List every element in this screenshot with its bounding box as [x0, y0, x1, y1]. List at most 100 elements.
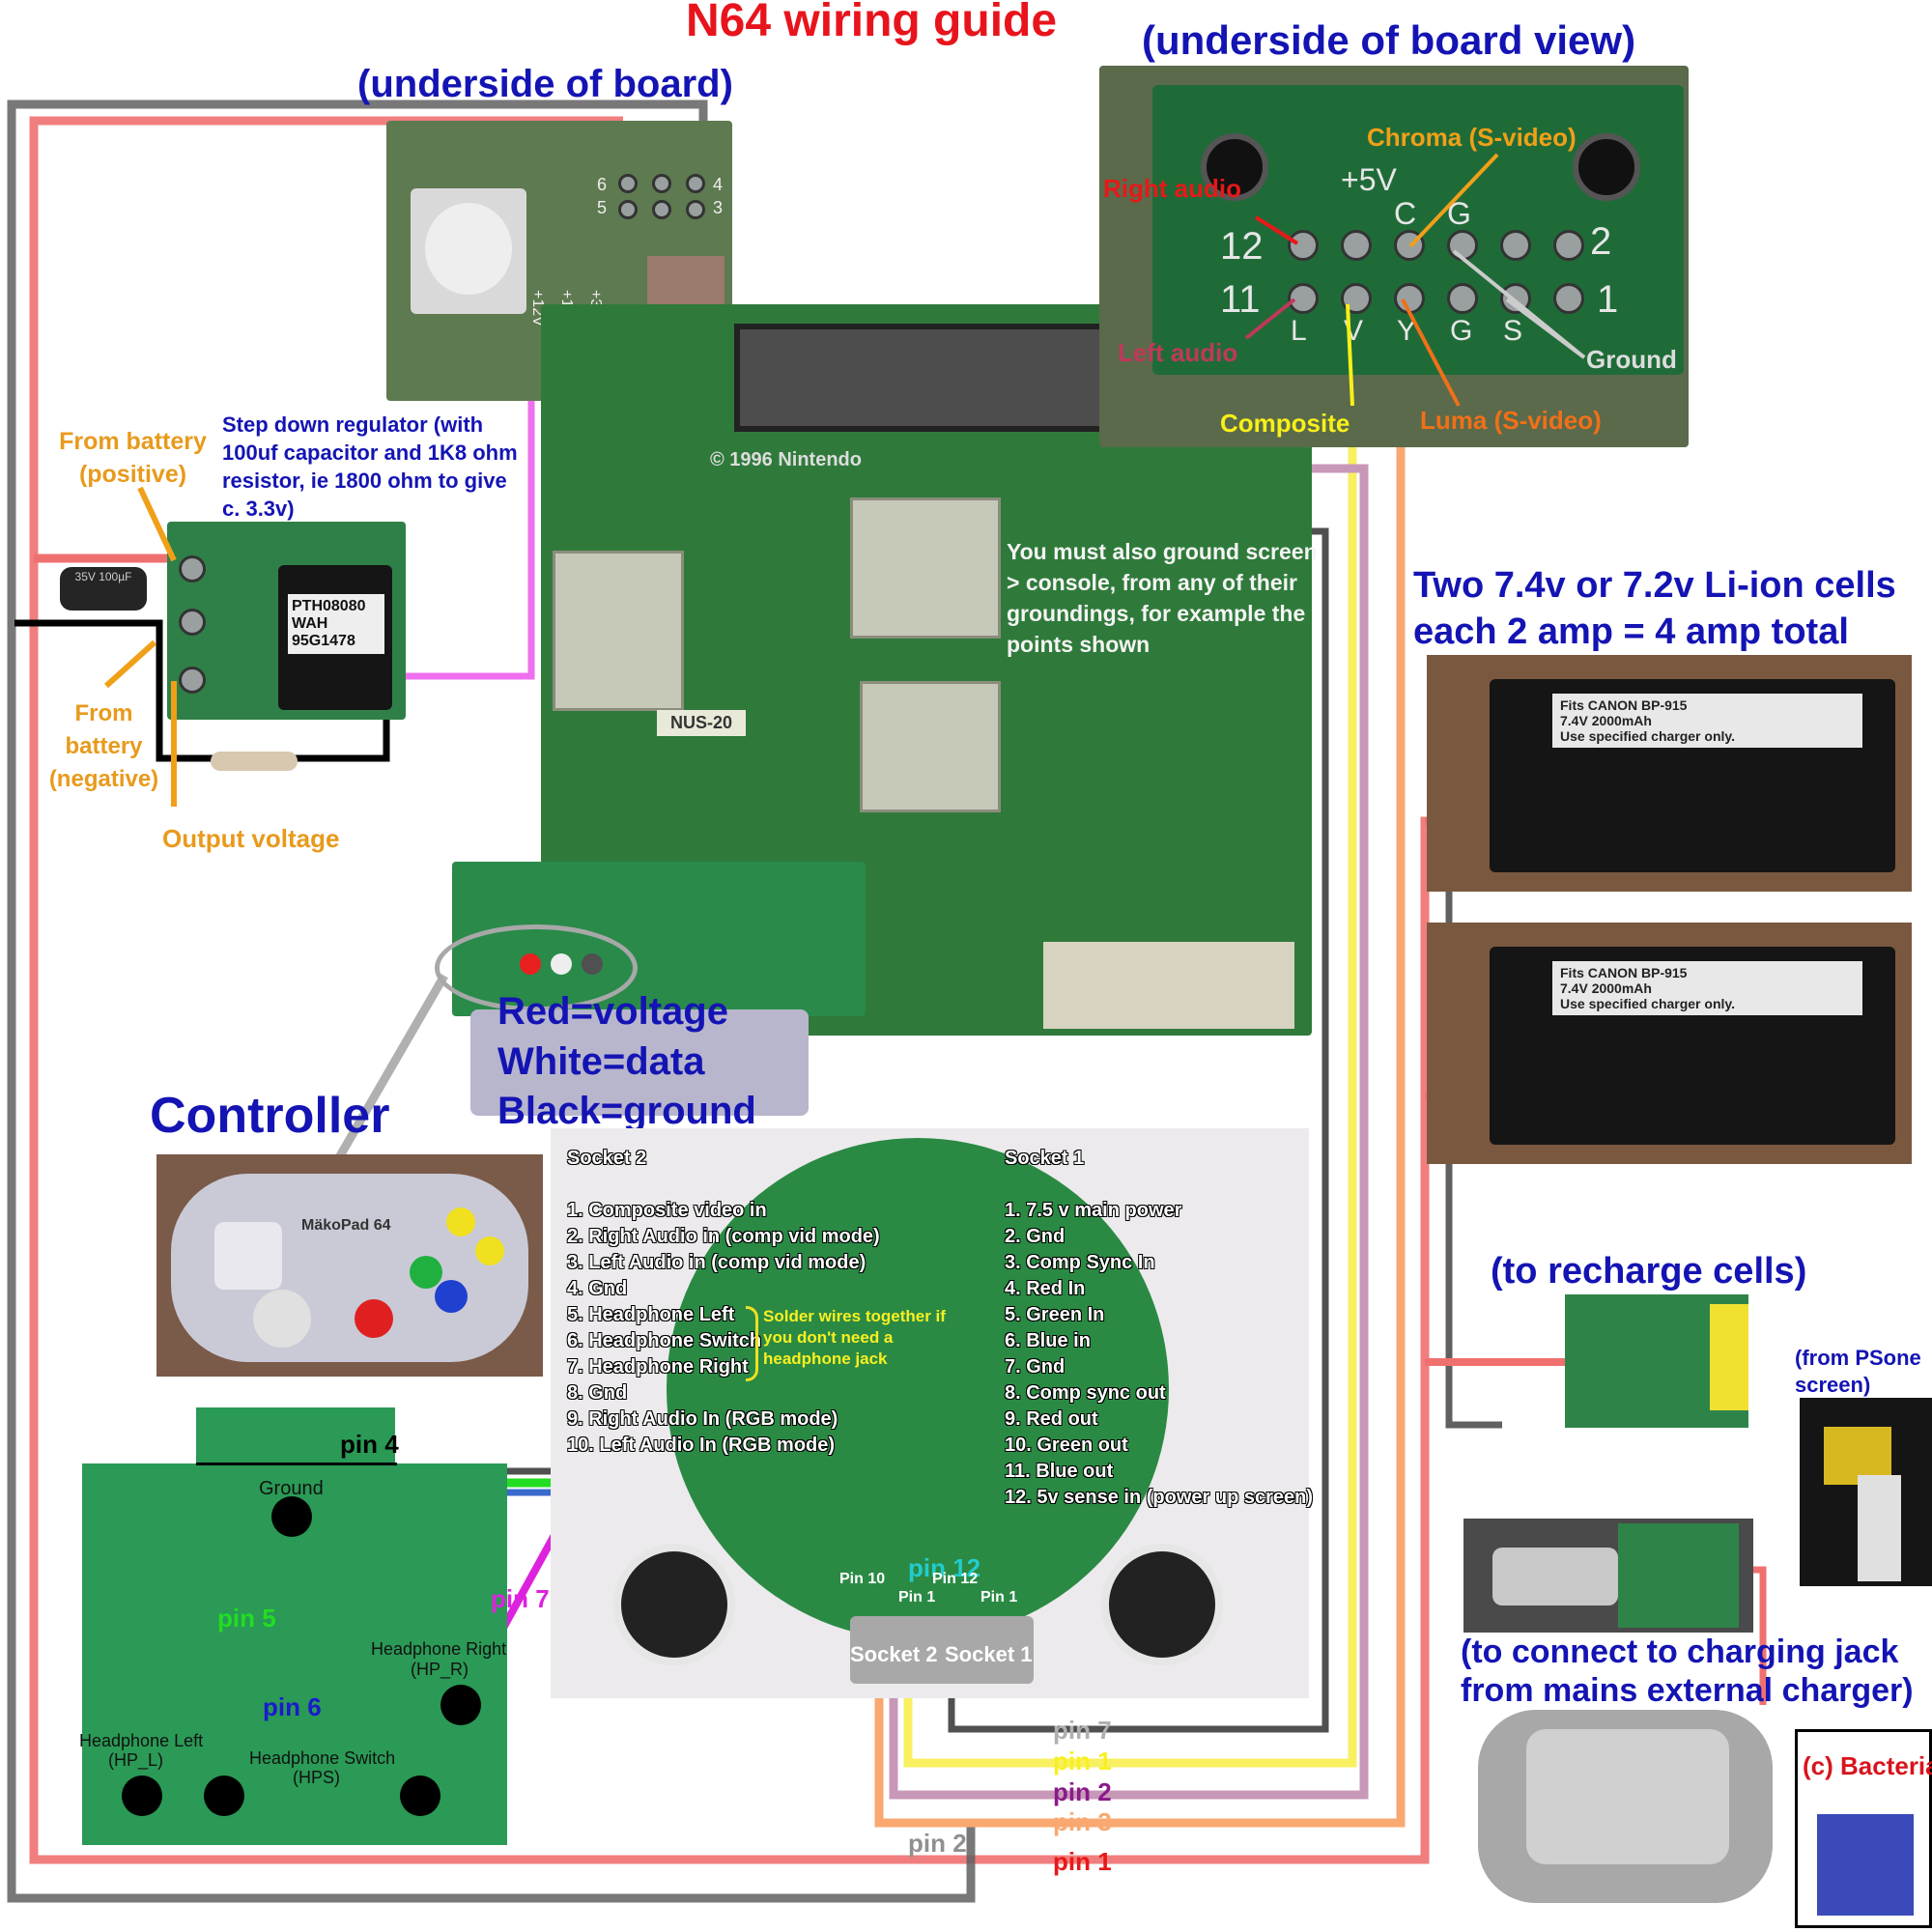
capacitor: 35V 100µF	[60, 567, 147, 611]
silk-l: L	[1291, 315, 1307, 347]
battery-2-line1: Fits CANON BP-915	[1560, 965, 1688, 980]
battery-photo-1: Fits CANON BP-915 7.4V 2000mAh Use speci…	[1427, 655, 1912, 892]
pin-hole	[686, 200, 705, 219]
av-pin	[1447, 230, 1478, 261]
underside-caption-left: (underside of board)	[357, 63, 733, 105]
hp-left-label: Headphone Left	[79, 1731, 204, 1750]
silk-v: V	[1344, 315, 1364, 347]
socket1-connector-label: Socket 1	[945, 1642, 1033, 1666]
socket1-item-2: 2. Gnd	[1005, 1226, 1065, 1247]
av-pin	[1341, 283, 1372, 314]
av-pin	[1553, 230, 1584, 261]
silk-s: S	[1503, 315, 1523, 347]
socket2-item-3: 3. Left Audio in (comp vid mode)	[567, 1252, 867, 1273]
pin-hole	[618, 174, 638, 193]
socket2-item-8: 8. Gnd	[567, 1382, 628, 1404]
av-pin	[1288, 283, 1319, 314]
psone-jack-photo	[1800, 1398, 1932, 1586]
av-pin	[1341, 230, 1372, 261]
hp-left-abbr: (HP_L)	[108, 1750, 164, 1770]
recharge-board-photo	[1565, 1294, 1748, 1428]
button-green-icon	[410, 1256, 442, 1289]
batteries-title-1: Two 7.4v or 7.2v Li-ion cells	[1413, 565, 1896, 606]
hp-right-abbr: (HP_R)	[411, 1660, 469, 1679]
legend-white: White=data	[497, 1040, 705, 1083]
ground-label: Ground	[1586, 345, 1677, 374]
bottom-pin2-purple: pin 2	[1053, 1777, 1112, 1806]
battery-label-1: Fits CANON BP-915 7.4V 2000mAh Use speci…	[1552, 694, 1862, 748]
silk-12: 12	[1220, 225, 1264, 268]
psone-caption: (from PSone screen)	[1795, 1346, 1921, 1397]
hp-right-pad	[440, 1685, 481, 1725]
pin12-label: Pin 12	[932, 1571, 979, 1587]
capacitor-label: 35V 100µF	[74, 570, 132, 583]
psone-plug	[1858, 1475, 1901, 1581]
socket1-item-11: 11. Blue out	[1005, 1461, 1114, 1482]
batteries-title-2: each 2 amp = 4 amp total	[1413, 611, 1849, 652]
regulator-module: PTH08080 WAH 95G1478	[167, 522, 406, 720]
socket-plug	[850, 1616, 1034, 1684]
charger-slot	[1526, 1729, 1729, 1864]
hp-ground-label: Ground	[259, 1478, 324, 1499]
hp-ground-pad	[271, 1496, 312, 1537]
right-audio-label: Right audio	[1103, 174, 1241, 203]
screen-board-photo	[551, 1128, 1309, 1698]
av-pin	[1553, 283, 1584, 314]
socket1-item-10: 10. Green out	[1005, 1435, 1128, 1456]
charger-photo	[1468, 1705, 1777, 1908]
silk-11: 11	[1220, 278, 1261, 321]
copyright-text: (c) Bacteria	[1803, 1751, 1932, 1780]
pin-hole	[686, 174, 705, 193]
hp-switch-pad-2	[400, 1776, 440, 1816]
composite-label: Composite	[1220, 409, 1350, 438]
bottom-pin3-orange: pin 3	[1053, 1807, 1112, 1836]
output-voltage-label: Output voltage	[162, 824, 340, 853]
ram-chip	[860, 681, 1001, 812]
pin12-big-label: pin 12	[908, 1553, 981, 1582]
copyright-box: (c) Bacteria	[1795, 1729, 1932, 1928]
hp-top-line	[196, 1463, 397, 1465]
battery-1-line1: Fits CANON BP-915	[1560, 697, 1688, 713]
luma-label: Luma (S-video)	[1420, 406, 1602, 435]
socket1-item-1: 1. 7.5 v main power	[1005, 1200, 1182, 1221]
av-pin	[1447, 283, 1478, 314]
battery-label-2: Fits CANON BP-915 7.4V 2000mAh Use speci…	[1552, 961, 1862, 1015]
silk-y: Y	[1397, 315, 1417, 347]
underside-caption-right: (underside of board view)	[1142, 17, 1636, 63]
socket1-item-7: 7. Gnd	[1005, 1356, 1065, 1378]
port-highlight	[435, 924, 638, 1011]
pin-hole	[652, 174, 671, 193]
controller-port-photo	[435, 862, 866, 1016]
socket1-item-3: 3. Comp Sync In	[1005, 1252, 1155, 1273]
recharge-caption: (to recharge cells)	[1491, 1251, 1807, 1292]
socket1-item-6: 6. Blue in	[1005, 1330, 1091, 1351]
pad-circle	[425, 203, 512, 295]
solder-note: Solder wires together if you don't need …	[763, 1307, 946, 1368]
board-copyright-silk: © 1996 Nintendo	[710, 449, 862, 470]
pin1-label-s1: Pin 1	[980, 1589, 1018, 1605]
controller-photo: MäkoPad 64	[156, 1154, 543, 1377]
button-red-icon	[355, 1299, 393, 1338]
left-audio-label: Left audio	[1118, 338, 1238, 367]
pin-hole	[618, 200, 638, 219]
silk-5: 5	[597, 198, 608, 217]
hp-right-label: Headphone Right	[371, 1639, 507, 1659]
battery-photo-2: Fits CANON BP-915 7.4V 2000mAh Use speci…	[1427, 923, 1912, 1164]
charging-caption: (to connect to charging jack from mains …	[1461, 1634, 1914, 1709]
legend-black: Black=ground	[497, 1090, 756, 1132]
chip-label: PTH08080 WAH 95G1478	[288, 594, 384, 654]
hp-switch-abbr: (HPS)	[293, 1768, 340, 1787]
cpu-chip	[553, 551, 684, 711]
silk-6: 6	[597, 175, 608, 194]
silk-g2: G	[1450, 315, 1473, 347]
ground-note: You must also ground screen > console, f…	[1007, 539, 1318, 657]
dpad-icon	[214, 1222, 282, 1290]
socket2-item-6: 6. Headphone Switch	[567, 1330, 762, 1351]
battery-1-line2: 7.4V 2000mAh	[1560, 713, 1652, 728]
socket2-title: Socket 2	[567, 1148, 647, 1169]
reg-pin-out	[179, 667, 206, 694]
pin-hole	[652, 200, 671, 219]
speaker-left-icon	[613, 1544, 735, 1665]
chip-line1: PTH08080	[292, 598, 366, 614]
socket2-item-5: 5. Headphone Left	[567, 1304, 735, 1325]
